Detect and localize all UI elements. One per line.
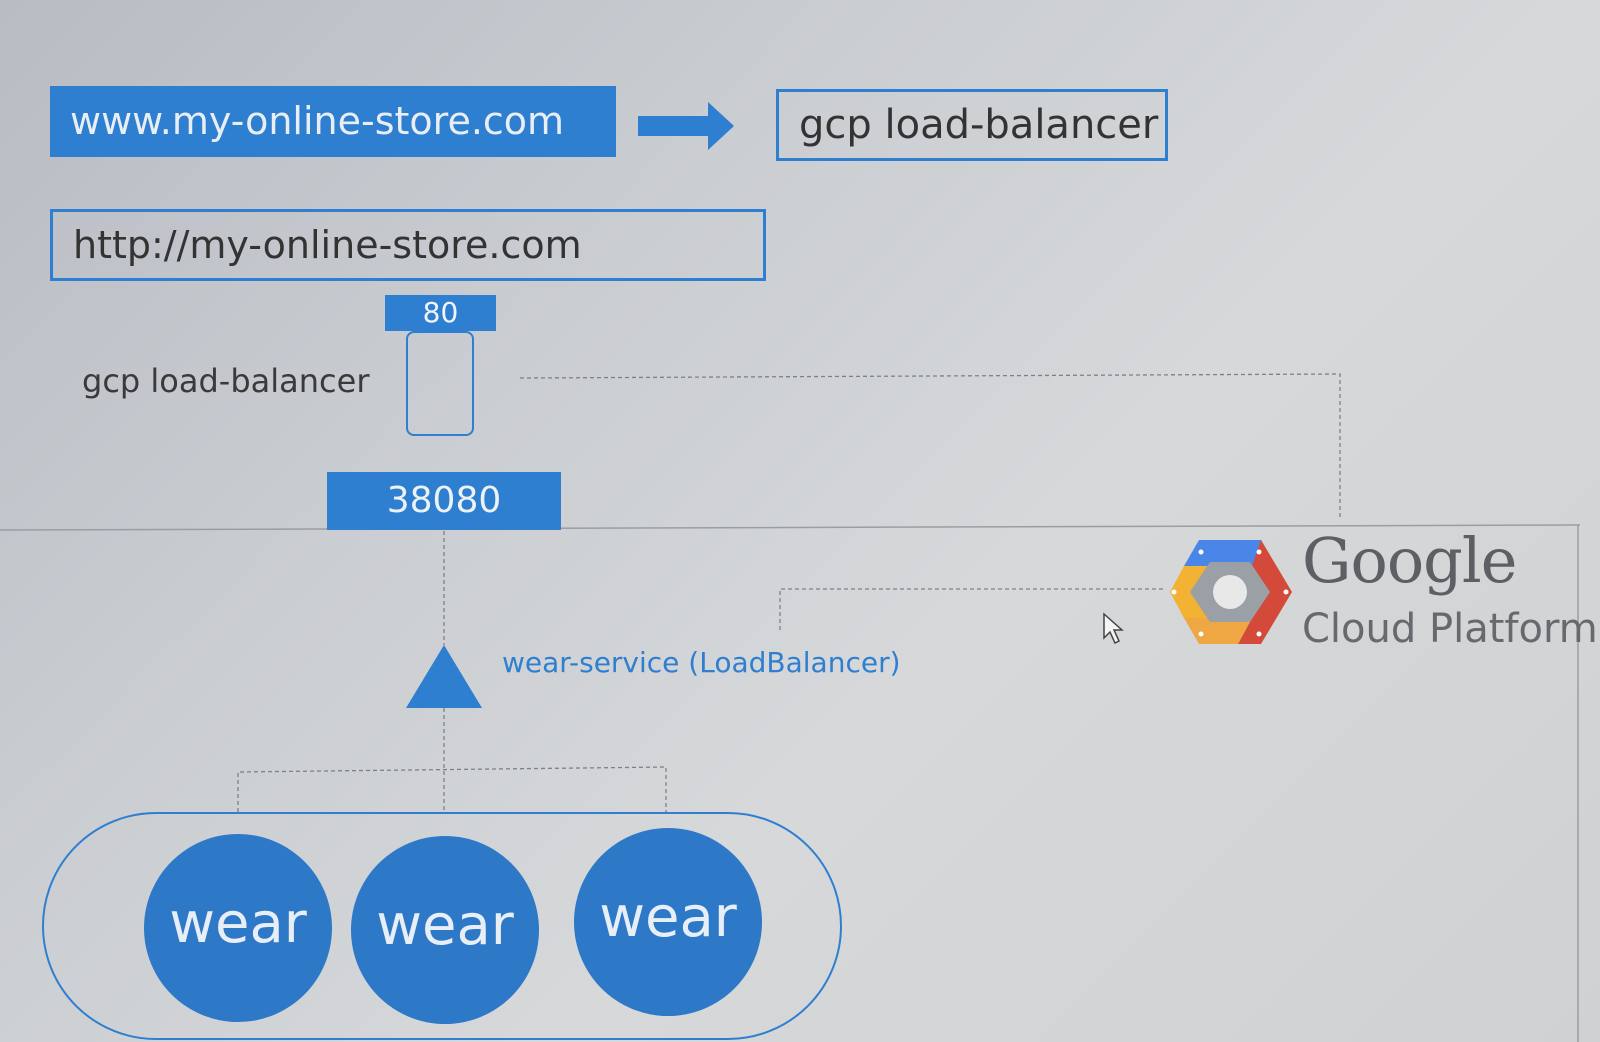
- arrow-right-icon: [638, 102, 734, 150]
- pod-wear-1: wear: [144, 834, 332, 1022]
- url-box: http://my-online-store.com: [50, 209, 766, 281]
- lb-to-gcp-connector: [519, 373, 1341, 518]
- load-balancer-node: [406, 331, 474, 436]
- gcp-hexagon-logo: [1170, 540, 1292, 644]
- pods-bus-line: [237, 766, 667, 812]
- google-wordmark: Google: [1302, 524, 1517, 597]
- pod-wear-3: wear: [574, 828, 762, 1016]
- service-label: wear-service (LoadBalancer): [502, 646, 901, 679]
- cluster-boundary-line: [0, 524, 1581, 531]
- triangle-service-icon: [406, 645, 482, 708]
- pod-wear-2: wear: [351, 836, 539, 1024]
- cloud-platform-wordmark: Cloud Platform: [1302, 606, 1598, 652]
- load-balancer-label: gcp load-balancer: [82, 362, 370, 400]
- port-80-badge: 80: [385, 295, 496, 331]
- mouse-cursor-icon: [1103, 612, 1124, 645]
- pod-group: [42, 812, 842, 1040]
- node-port-badge: 38080: [327, 472, 561, 530]
- domain-label-box: www.my-online-store.com: [50, 86, 616, 157]
- load-balancer-target-box: gcp load-balancer: [776, 89, 1168, 161]
